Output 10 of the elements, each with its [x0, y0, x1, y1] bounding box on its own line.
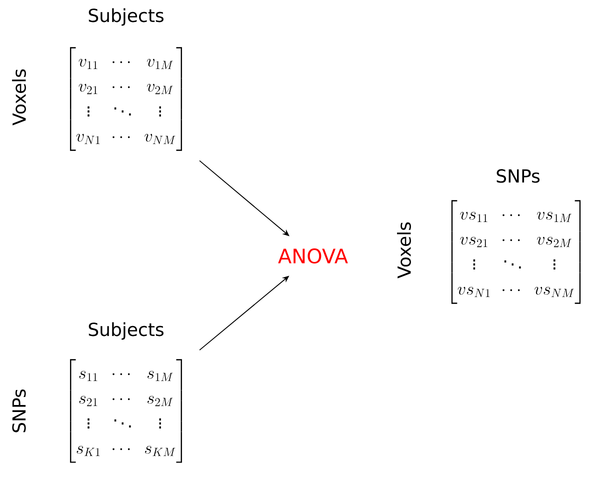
row-heading: Voxels [397, 222, 411, 278]
column-heading: Subjects [88, 322, 164, 340]
column-heading: Subjects [88, 8, 164, 26]
row-heading: SNPs [12, 389, 26, 432]
row-heading: Voxels [12, 69, 26, 126]
method-label: ANOVA [278, 248, 348, 264]
column-heading: SNPs [496, 169, 540, 183]
matrix: $\begin{bmatrix} v_{11} & \cdots & v_{1M} \\ v_{21} & \cdots & v_{2M} \\ \vdots & \ddots & \vdots \\ v_{N1} & \cdots & v_{NM} \end{bmatrix}$ [70, 47, 182, 151]
matrix: $\begin{bmatrix} s_{11} & \cdots & s_{1M} \\ s_{21} & \cdots & s_{2M} \\ \vdots & \ddots & \vdots \\ s_{K1} & \cdots & s_{KM} \end{bmatrix}$ [70, 359, 182, 463]
matrix: $\begin{bmatrix} vs_{11} & \cdots & vs_{1M} \\ vs_{21} & \cdots & vs_{2M} \\ \vdots & \ddots & \vdots \\ vs_{N1} & \cdots & vs_{NM} \end{bmatrix}$ [451, 200, 581, 304]
